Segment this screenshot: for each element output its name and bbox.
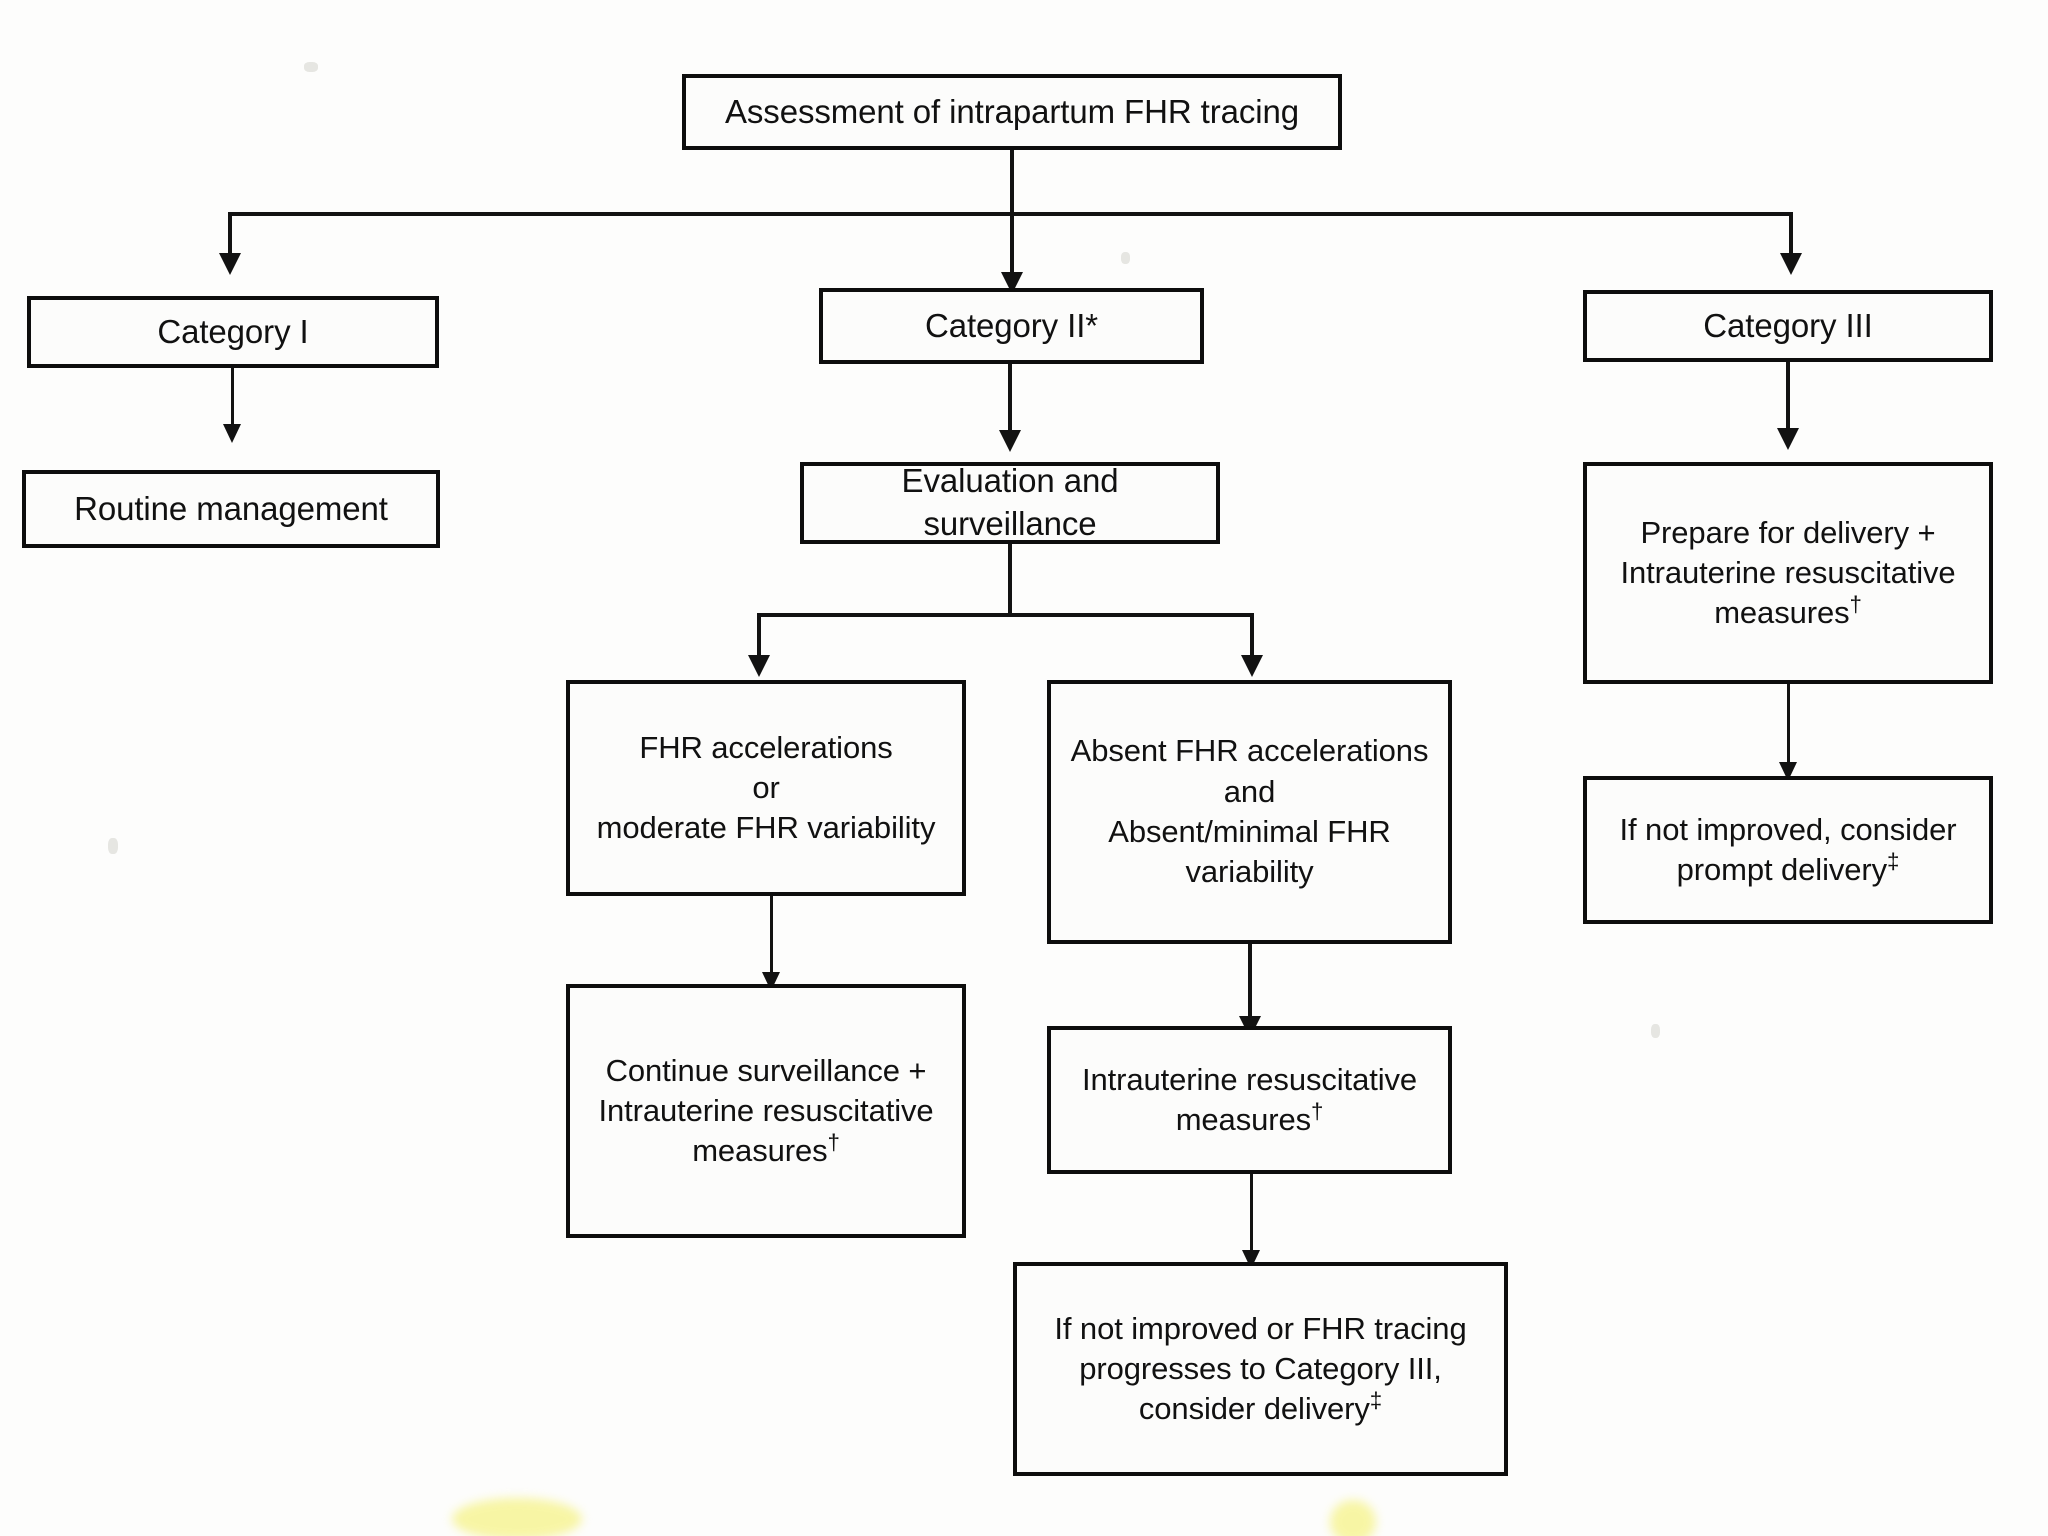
arrowhead-to-category-1 [219, 253, 241, 275]
node-continue-surveillance[interactable]: Continue surveillance + Intrauterine res… [566, 984, 966, 1238]
connector-evaluation-split-bar [757, 613, 1253, 617]
connector-to-category-3 [1789, 212, 1793, 257]
node-if-not-improved-prompt-delivery[interactable]: If not improved, consider prompt deliver… [1583, 776, 1993, 924]
node-fhr-accelerations-absent[interactable]: Absent FHR accelerations and Absent/mini… [1047, 680, 1452, 944]
accel-absent-line-2: and [1223, 773, 1276, 809]
intrauterine-measures-line-2: measures [1175, 1102, 1311, 1137]
connector-prepare-to-prompt-delivery [1787, 684, 1790, 772]
node-evaluation-surveillance-label: Evaluation and surveillance [901, 462, 1119, 542]
not-improved-cat3-line-3: consider delivery [1138, 1391, 1370, 1427]
arrowhead-to-evaluation [999, 430, 1021, 452]
node-category-1-label: Category I [157, 312, 309, 350]
connector-to-accel-absent [1250, 613, 1254, 661]
node-category-3-label: Category III [1703, 306, 1873, 344]
arrowhead-to-routine-management [223, 424, 241, 443]
arrowhead-to-accel-present [748, 655, 770, 677]
scan-highlight-mark-left [452, 1498, 582, 1536]
node-assessment[interactable]: Assessment of intrapartum FHR tracing [682, 74, 1342, 150]
node-fhr-accelerations-present[interactable]: FHR accelerations or moderate FHR variab… [566, 680, 966, 896]
node-category-2-label: Category II* [924, 306, 1099, 344]
accel-absent-line-1: Absent FHR accelerations [1070, 733, 1429, 769]
prompt-delivery-line-1: If not improved, consider [1619, 811, 1957, 847]
node-routine-management[interactable]: Routine management [22, 470, 440, 548]
connector-accel-present-to-continue [770, 896, 773, 982]
node-evaluation-surveillance[interactable]: Evaluation and surveillance [800, 462, 1220, 544]
accel-present-line-2: or [752, 769, 780, 805]
scan-highlight-mark-right [1330, 1500, 1376, 1536]
continue-surveillance-line-1: Continue surveillance + [605, 1052, 927, 1088]
prompt-delivery-line-2: prompt delivery [1676, 852, 1888, 887]
connector-accel-absent-to-measures [1248, 944, 1252, 1026]
connector-to-category-1 [228, 212, 232, 257]
scan-speck-top-left [304, 62, 318, 72]
arrowhead-to-prepare-delivery [1777, 428, 1799, 450]
arrowhead-to-accel-absent [1241, 655, 1263, 677]
node-intrauterine-measures[interactable]: Intrauterine resuscitative measures† [1047, 1026, 1452, 1174]
continue-surveillance-line-3: measures [692, 1133, 828, 1169]
connector-category2-to-evaluation [1008, 364, 1012, 442]
scan-speck-right [1651, 1024, 1660, 1038]
prepare-delivery-footnote: † [1849, 591, 1862, 617]
connector-category3-to-prepare [1786, 362, 1790, 440]
connector-evaluation-stem [1008, 544, 1012, 616]
accel-absent-line-4: variability [1185, 854, 1314, 890]
not-improved-cat3-line-2: progresses to Category III, [1079, 1350, 1442, 1386]
node-category-2[interactable]: Category II* [819, 288, 1204, 364]
connector-category1-to-routine [231, 368, 234, 434]
intrauterine-measures-footnote: † [1311, 1098, 1324, 1124]
node-routine-management-label: Routine management [74, 489, 388, 527]
arrowhead-to-category-3 [1780, 253, 1802, 275]
connector-root-stem [1010, 150, 1014, 214]
node-category-3[interactable]: Category III [1583, 290, 1993, 362]
not-improved-cat3-line-1: If not improved or FHR tracing [1054, 1310, 1467, 1346]
not-improved-cat3-footnote: ‡ [1369, 1387, 1383, 1413]
accel-absent-line-3: Absent/minimal FHR [1108, 814, 1391, 849]
node-not-improved-progresses-cat3[interactable]: If not improved or FHR tracing progresse… [1013, 1262, 1508, 1476]
prompt-delivery-footnote: ‡ [1887, 848, 1900, 874]
prepare-delivery-line-2: Intrauterine resuscitative [1620, 554, 1956, 590]
continue-surveillance-footnote: † [827, 1129, 840, 1155]
connector-to-accel-present [757, 613, 761, 661]
intrauterine-measures-line-1: Intrauterine resuscitative [1081, 1061, 1418, 1097]
accel-present-line-3: moderate FHR variability [596, 810, 936, 846]
scan-speck-mid-left [108, 838, 118, 854]
connector-measures-to-not-improved [1250, 1174, 1253, 1260]
node-assessment-label: Assessment of intrapartum FHR tracing [725, 92, 1299, 130]
node-category-1[interactable]: Category I [27, 296, 439, 368]
prepare-delivery-line-3: measures [1714, 595, 1850, 631]
node-prepare-for-delivery[interactable]: Prepare for delivery + Intrauterine resu… [1583, 462, 1993, 684]
prepare-delivery-line-1: Prepare for delivery + [1640, 514, 1936, 550]
accel-present-line-1: FHR accelerations [639, 729, 893, 765]
scan-speck-top-center [1121, 252, 1130, 264]
continue-surveillance-line-2: Intrauterine resuscitative [598, 1092, 934, 1128]
connector-to-category-2 [1010, 212, 1014, 276]
